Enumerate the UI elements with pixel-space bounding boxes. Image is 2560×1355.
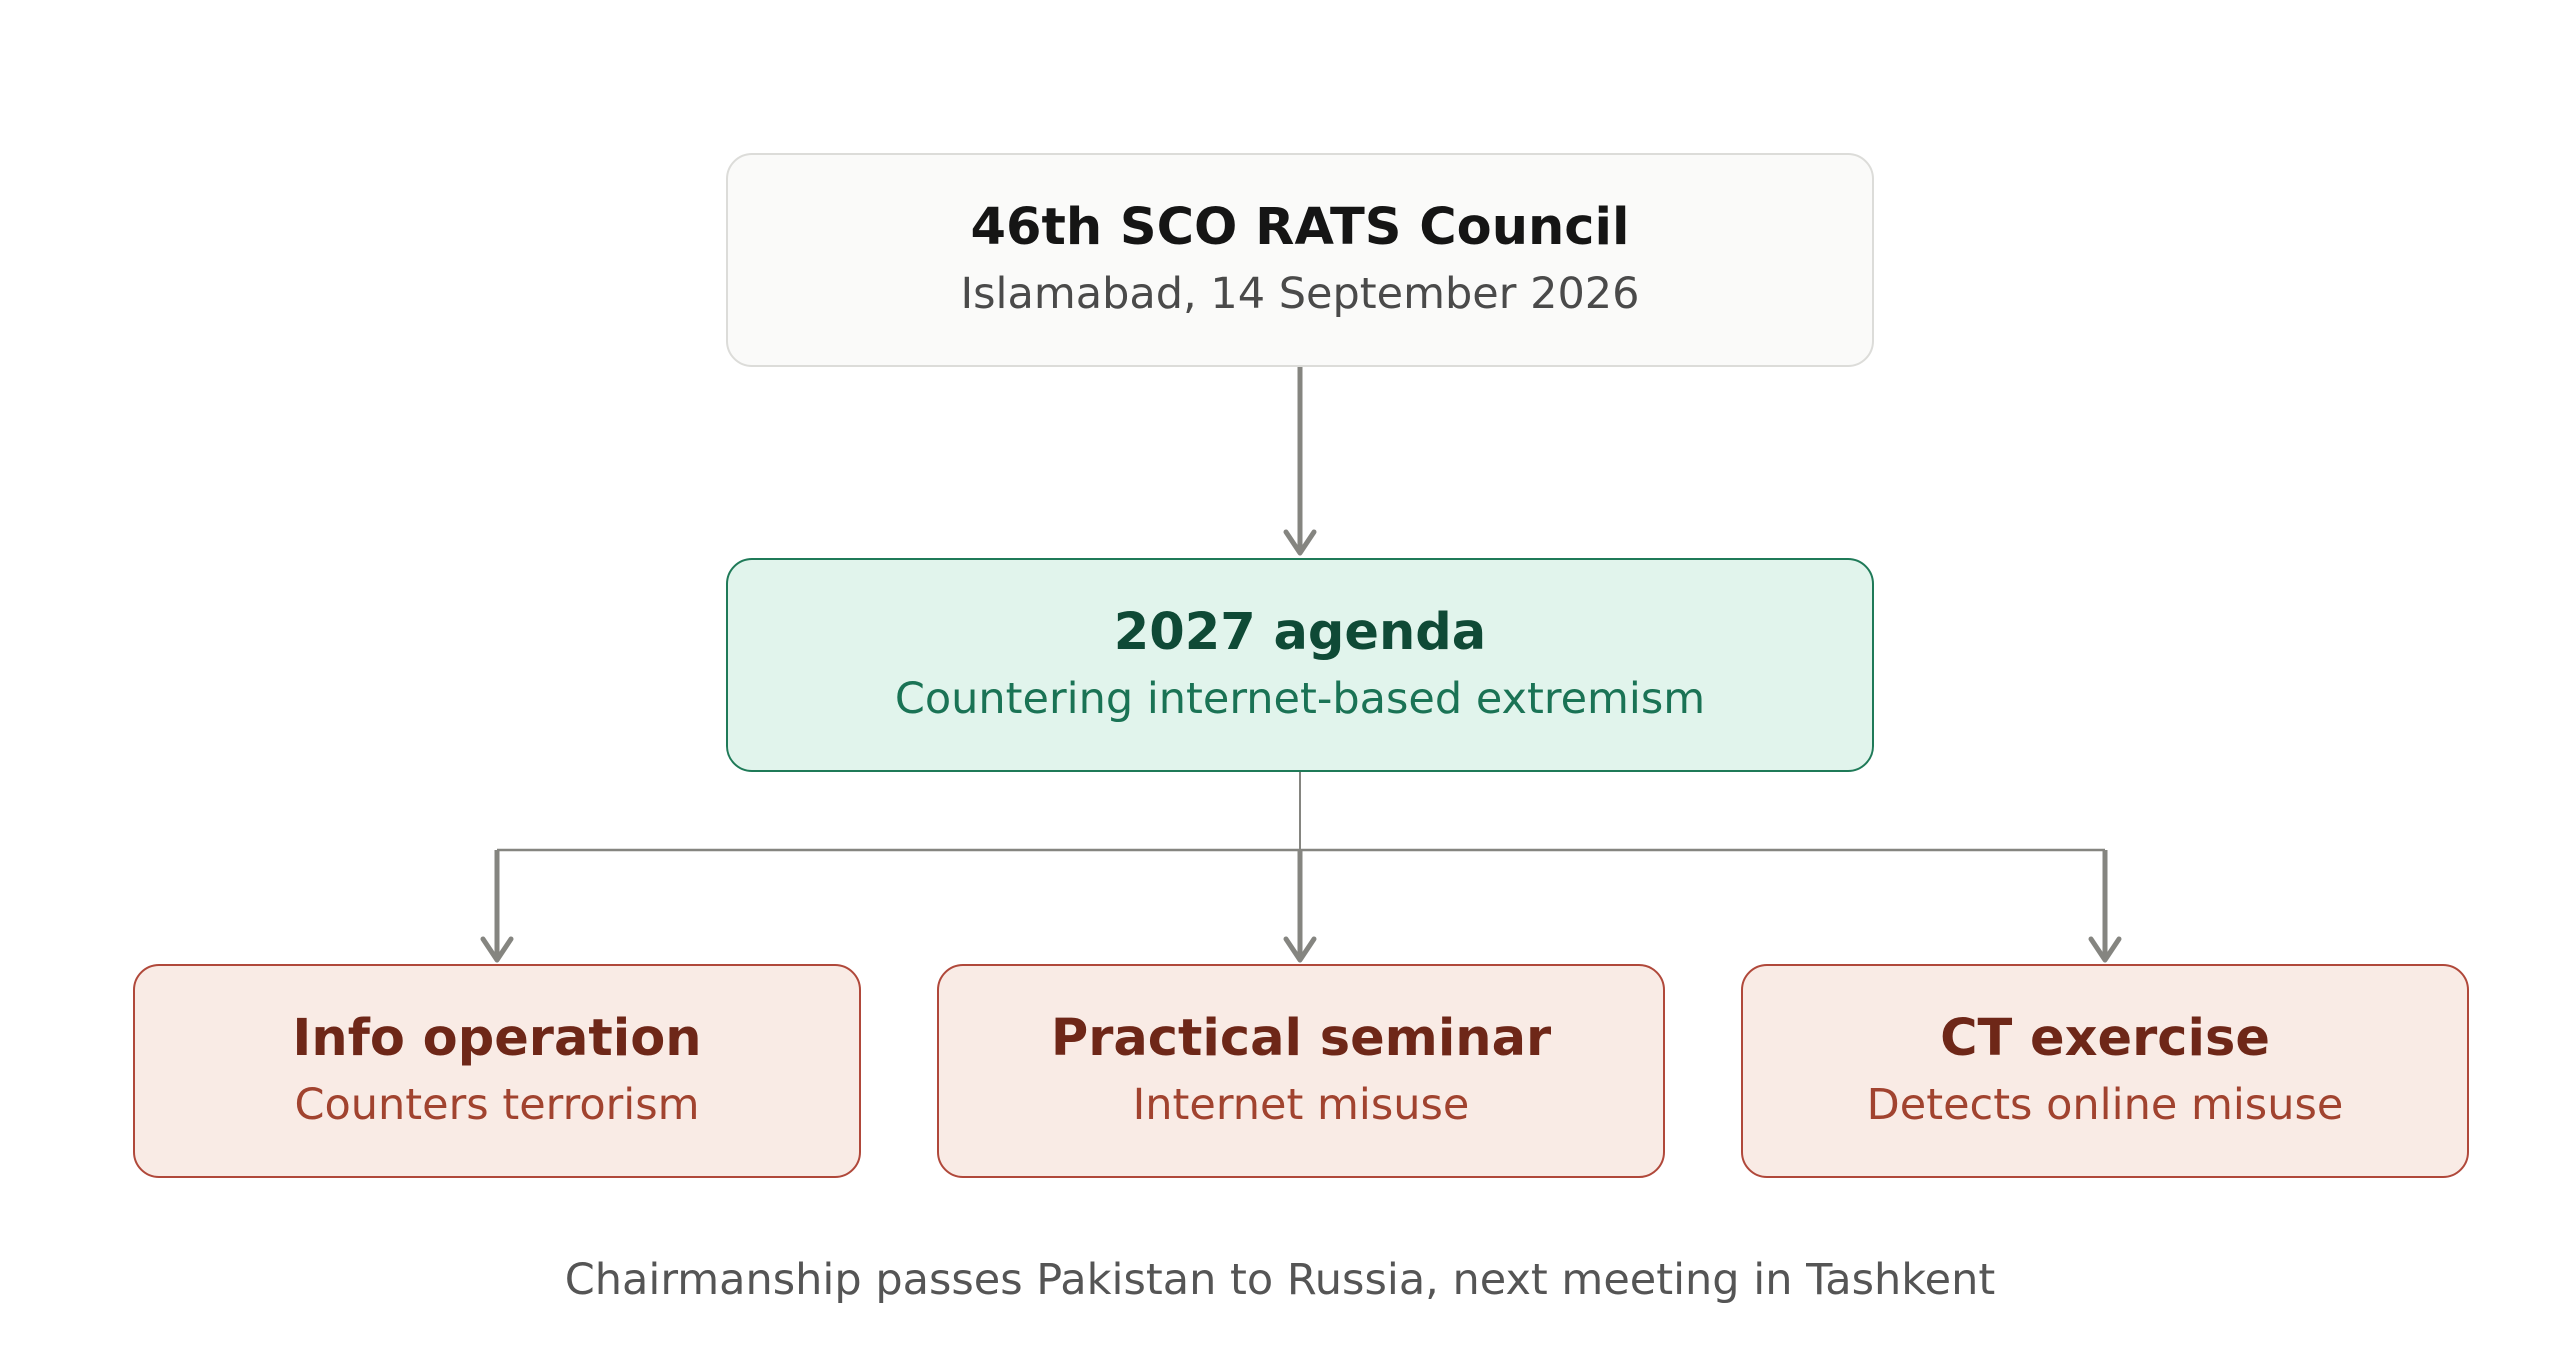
agenda-title: 2027 agenda [1113,603,1487,662]
info-operation-title: Info operation [292,1009,702,1068]
ct-exercise-title: CT exercise [1940,1009,2270,1068]
ct-exercise-node: CT exercise Detects online misuse [1741,964,2469,1178]
info-operation-subtitle: Counters terrorism [294,1080,700,1130]
diagram-caption: Chairmanship passes Pakistan to Russia, … [564,1255,1996,1305]
ct-exercise-subtitle: Detects online misuse [1866,1080,2344,1130]
agenda-node: 2027 agenda Countering internet-based ex… [726,558,1874,772]
practical-seminar-node: Practical seminar Internet misuse [937,964,1665,1178]
council-subtitle: Islamabad, 14 September 2026 [960,269,1640,319]
arrowhead-info-operation [480,936,514,963]
council-title: 46th SCO RATS Council [970,198,1630,257]
arrowhead-practical-seminar [1283,936,1317,963]
agenda-subtitle: Countering internet-based extremism [894,674,1706,724]
arrowhead-ct-exercise [2088,936,2122,963]
practical-seminar-title: Practical seminar [1050,1009,1552,1068]
practical-seminar-subtitle: Internet misuse [1132,1080,1470,1130]
arrowhead-agenda [1283,529,1317,556]
info-operation-node: Info operation Counters terrorism [133,964,861,1178]
council-node: 46th SCO RATS Council Islamabad, 14 Sept… [726,153,1874,367]
